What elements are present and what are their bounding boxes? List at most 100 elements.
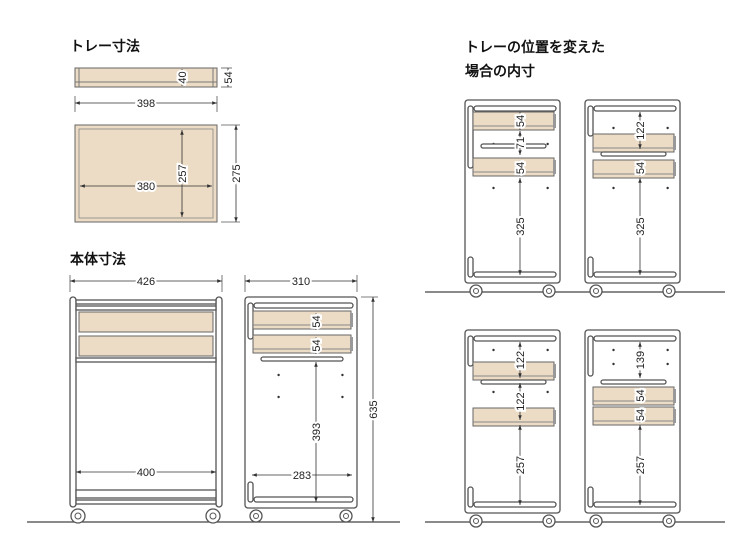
- inner-height-label: 257: [515, 456, 527, 474]
- front-post: [467, 105, 474, 169]
- peg-hole: [666, 126, 669, 130]
- bottom-rail: [253, 496, 354, 503]
- tray: [592, 159, 675, 179]
- peg-hole: [492, 390, 495, 394]
- caster-hub: [253, 513, 259, 519]
- peg-hole: [277, 395, 280, 399]
- top-rail: [593, 105, 677, 112]
- inner-height-label: 54: [635, 162, 647, 174]
- position-config-4-dims: 139 54 54 257: [633, 342, 649, 505]
- positions-title-line1: トレーの位置を変えた: [465, 39, 605, 56]
- inner-height-label: 257: [635, 456, 647, 474]
- caster-hub: [666, 518, 672, 524]
- tray: [472, 157, 555, 177]
- top-rail: [473, 335, 557, 342]
- caster-wheel: [542, 284, 556, 298]
- front-post: [587, 335, 594, 377]
- inner-height-label: 122: [515, 351, 527, 369]
- position-config-1: [464, 99, 561, 298]
- caster-wheel: [542, 514, 556, 528]
- peg-hole: [546, 348, 549, 352]
- position-config-4: [584, 329, 681, 528]
- tray-inner-width-label: 380: [137, 181, 155, 193]
- tray: [252, 334, 352, 354]
- inner-height-label: 122: [515, 392, 527, 410]
- body-side-view: [244, 296, 358, 523]
- caster-wheel: [662, 514, 676, 528]
- tray: [472, 407, 555, 427]
- tray-handle: [553, 114, 556, 128]
- inner-height-label: 139: [635, 351, 647, 369]
- peg-hole: [546, 142, 549, 146]
- caster-hub: [593, 518, 599, 524]
- peg-hole: [341, 395, 344, 399]
- bottom-rail: [593, 501, 677, 508]
- tray-top-view: [74, 124, 218, 223]
- inner-height-label: 71: [515, 137, 527, 149]
- top-rail: [593, 335, 677, 342]
- inner-height-label: 54: [635, 389, 647, 401]
- peg-hole: [492, 348, 495, 352]
- position-config-3-dims: 122 122 257: [513, 342, 529, 505]
- tray-outer-depth-label: 275: [231, 164, 243, 182]
- body-outer-width-label: 426: [137, 276, 155, 288]
- body-inner-depth-label: 283: [293, 470, 311, 482]
- tray: [592, 406, 675, 426]
- bottom-post: [467, 486, 474, 508]
- position-config-3: [464, 329, 561, 528]
- caster-wheel: [589, 514, 603, 528]
- caster-hub: [473, 288, 479, 294]
- tray-handle: [553, 364, 556, 378]
- tray-dimensions-title: トレー寸法: [70, 38, 140, 55]
- tray-inner-height-label: 40: [177, 71, 189, 83]
- shelf: [480, 143, 547, 149]
- tray-outer-width-label: 398: [137, 98, 155, 110]
- peg-hole: [277, 373, 280, 377]
- inner-height-label: 325: [635, 217, 647, 235]
- peg-hole: [666, 186, 669, 190]
- bottom-post: [247, 481, 254, 503]
- inner-height-label: 54: [635, 409, 647, 421]
- tray-handle: [673, 136, 676, 150]
- position-config-2: [584, 99, 681, 298]
- tray: [252, 310, 352, 330]
- caster-wheel: [589, 284, 603, 298]
- inner-height-label: 122: [635, 121, 647, 139]
- caster-wheel: [662, 284, 676, 298]
- position-config-2-dims: 122 54 325: [633, 112, 649, 275]
- top-rail: [473, 105, 557, 112]
- front-post: [587, 105, 594, 137]
- front-post: [247, 302, 254, 340]
- bottom-post: [467, 256, 474, 278]
- peg-hole: [612, 348, 615, 352]
- peg-hole: [341, 373, 344, 377]
- bottom-post: [587, 256, 594, 278]
- cabinet-side-panel: [584, 99, 681, 284]
- shelf: [600, 379, 667, 385]
- shelf: [600, 151, 667, 157]
- body-tray-height-2-label: 54: [311, 339, 323, 351]
- tray-handle: [350, 337, 353, 351]
- side-views: 3105454393283635547154325122543251221222…: [244, 99, 681, 528]
- caster-hub: [473, 518, 479, 524]
- peg-hole: [546, 186, 549, 190]
- tray-handle: [673, 389, 676, 403]
- caster-hub: [546, 288, 552, 294]
- top-rail: [253, 302, 354, 309]
- tray: [472, 361, 555, 381]
- caster-wheel: [469, 284, 483, 298]
- bottom-post: [587, 486, 594, 508]
- peg-hole: [666, 362, 669, 366]
- tray-handle: [673, 409, 676, 423]
- caster-hub: [666, 288, 672, 294]
- tray-side-view: [74, 67, 218, 88]
- bottom-rail: [593, 271, 677, 278]
- tray-handle: [673, 162, 676, 176]
- positions-title-line2: 場合の内寸: [465, 63, 535, 80]
- inner-height-label: 325: [515, 217, 527, 235]
